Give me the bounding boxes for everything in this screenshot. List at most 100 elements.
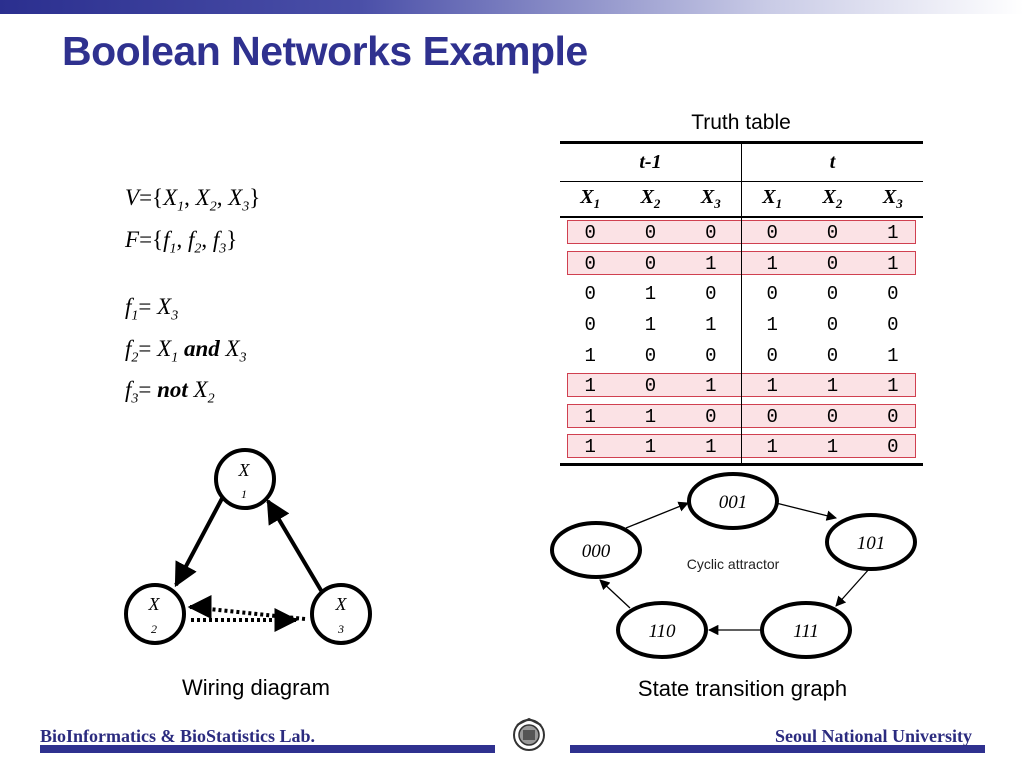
edge-000-to-001 bbox=[625, 501, 689, 529]
col-header-x2-prev: X2 bbox=[620, 181, 681, 218]
table-cell: 1 bbox=[740, 370, 803, 402]
table-cell: 0 bbox=[887, 405, 899, 428]
group-header-prev: t-1 bbox=[560, 141, 742, 182]
table-cell: 1 bbox=[705, 375, 717, 398]
state-101 bbox=[825, 513, 917, 571]
f1-definition: f1= X3 bbox=[125, 294, 179, 324]
state-graph-caption: State transition graph bbox=[637, 676, 848, 701]
table-cell: 1 bbox=[644, 314, 657, 337]
f-definition: F={f1, f2, f3} bbox=[125, 226, 238, 257]
table-cell: 1 bbox=[584, 344, 596, 367]
table-cell: 1 bbox=[887, 375, 899, 398]
edge-x3-to-x1 bbox=[266, 498, 324, 594]
footer-university-name: Seoul National University bbox=[774, 726, 972, 746]
node-x2 bbox=[124, 583, 186, 645]
edge-x3-to-x2 bbox=[189, 605, 306, 621]
state-000 bbox=[550, 521, 642, 579]
wiring-diagram: X 1 X 2 X 3 bbox=[124, 448, 372, 645]
table-cell: 0 bbox=[584, 314, 596, 337]
table-cell: 1 bbox=[740, 309, 803, 341]
node-x3 bbox=[310, 583, 372, 645]
university-seal-logo bbox=[513, 717, 545, 751]
edge-110-to-000 bbox=[599, 579, 631, 609]
table-cell: 0 bbox=[740, 279, 803, 310]
node-x3-subscript: 3 bbox=[337, 622, 344, 636]
state-000-label: 000 bbox=[582, 541, 611, 562]
table-cell: 0 bbox=[826, 283, 839, 306]
state-001 bbox=[687, 472, 779, 530]
table-cell: 0 bbox=[705, 344, 717, 367]
node-x3-label: X bbox=[335, 594, 348, 614]
table-cell: 1 bbox=[644, 405, 657, 428]
table-cell: 0 bbox=[887, 314, 899, 337]
table-cell: 1 bbox=[887, 344, 899, 367]
state-001-label: 001 bbox=[719, 492, 748, 513]
table-cell: 0 bbox=[740, 217, 803, 249]
slide-title: Boolean Networks Example bbox=[62, 28, 588, 74]
table-cell: 0 bbox=[740, 401, 803, 433]
cyclic-attractor-label: Cyclic attractor bbox=[687, 556, 780, 572]
table-cell: 1 bbox=[584, 375, 596, 398]
state-transition-graph: 001 101 111 110 000 Cyclic attractor bbox=[550, 472, 917, 659]
table-cell: 0 bbox=[826, 314, 839, 337]
table-cell: 0 bbox=[705, 405, 717, 428]
col-header-x1-prev: X1 bbox=[560, 181, 621, 218]
state-101-label: 101 bbox=[857, 533, 886, 554]
col-header-x2-curr: X2 bbox=[802, 181, 863, 218]
wiring-diagram-caption: Wiring diagram bbox=[182, 675, 330, 700]
table-cell: 0 bbox=[862, 432, 923, 466]
state-111-label: 111 bbox=[793, 621, 819, 642]
table-cell: 1 bbox=[584, 405, 596, 428]
node-x1 bbox=[214, 448, 276, 510]
edge-101-to-111 bbox=[835, 567, 871, 607]
top-gradient-bar bbox=[0, 0, 1024, 14]
table-cell: 0 bbox=[705, 222, 717, 245]
network-definitions: V={X1, X2, X3} F={f1, f2, f3} f1= X3 f2=… bbox=[125, 182, 260, 416]
table-cell: 1 bbox=[802, 432, 863, 466]
table-cell: 1 bbox=[705, 252, 717, 275]
table-cell: 0 bbox=[644, 375, 657, 398]
table-cell: 0 bbox=[826, 344, 839, 367]
col-header-x3-curr: X3 bbox=[862, 181, 923, 218]
f3-definition: f3= not X2 bbox=[125, 377, 215, 407]
table-cell: 1 bbox=[705, 314, 717, 337]
state-110 bbox=[616, 601, 708, 659]
table-cell: 0 bbox=[826, 405, 839, 428]
table-cell: 0 bbox=[644, 222, 657, 245]
table-cell: 0 bbox=[740, 340, 803, 371]
table-cell: 0 bbox=[705, 283, 717, 306]
state-110-label: 110 bbox=[648, 621, 676, 642]
table-cell: 0 bbox=[644, 252, 657, 275]
edge-x1-to-x2 bbox=[174, 490, 228, 588]
table-cell: 0 bbox=[584, 222, 596, 245]
table-cell: 0 bbox=[887, 283, 899, 306]
f2-definition: f2= X1 and X3 bbox=[125, 335, 247, 366]
group-header-curr: t bbox=[740, 141, 923, 182]
node-x2-label: X bbox=[148, 594, 161, 614]
table-cell: 1 bbox=[826, 375, 839, 398]
col-header-x3-prev: X3 bbox=[680, 181, 742, 218]
footer-bar-right bbox=[570, 745, 985, 753]
truth-table-caption: Truth table bbox=[691, 111, 791, 134]
table-cell: 1 bbox=[620, 432, 681, 466]
table-cell: 0 bbox=[826, 252, 839, 275]
node-x2-subscript: 2 bbox=[151, 622, 157, 636]
node-x1-label: X bbox=[238, 460, 251, 480]
table-cell: 1 bbox=[887, 222, 899, 245]
table-cell: 0 bbox=[644, 344, 657, 367]
table-cell: 1 bbox=[680, 432, 742, 466]
table-cell: 1 bbox=[740, 432, 803, 466]
footer-bar-left bbox=[40, 745, 495, 753]
table-cell: 0 bbox=[826, 222, 839, 245]
